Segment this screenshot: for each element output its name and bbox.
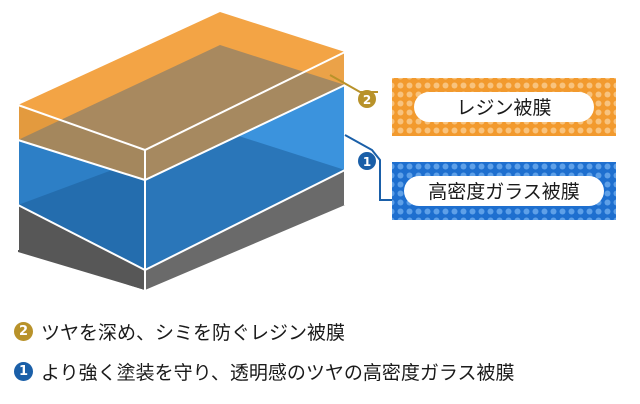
glass-label-box: 高密度ガラス被膜	[392, 162, 616, 220]
resin-label-text: レジン被膜	[456, 97, 551, 119]
base-layer	[18, 170, 345, 290]
legend-resin-text: ツヤを深め、シミを防ぐレジン被膜	[41, 322, 346, 344]
glass-badge-number: 1	[363, 155, 371, 169]
resin-label-box: レジン被膜	[392, 78, 616, 136]
legend-resin-badge: 2	[14, 322, 33, 341]
legend-item-glass: 1 より強く塗装を守り、透明感のツヤの高密度ガラス被膜	[14, 358, 514, 385]
base-layer-side	[145, 170, 345, 290]
resin-layer	[18, 12, 345, 180]
resin-badge-number: 2	[363, 93, 371, 107]
legend-glass-text: より強く塗装を守り、透明感のツヤの高密度ガラス被膜	[41, 362, 515, 384]
resin-badge: 2	[358, 90, 376, 108]
glass-label-text: 高密度ガラス被膜	[428, 181, 580, 203]
layer-outlines	[17, 51, 346, 290]
glass-badge: 1	[358, 152, 376, 170]
glass-leader-line	[344, 134, 392, 201]
legend-item-resin: 2 ツヤを深め、シミを防ぐレジン被膜	[14, 318, 345, 345]
legend-glass-badge: 1	[14, 362, 33, 381]
